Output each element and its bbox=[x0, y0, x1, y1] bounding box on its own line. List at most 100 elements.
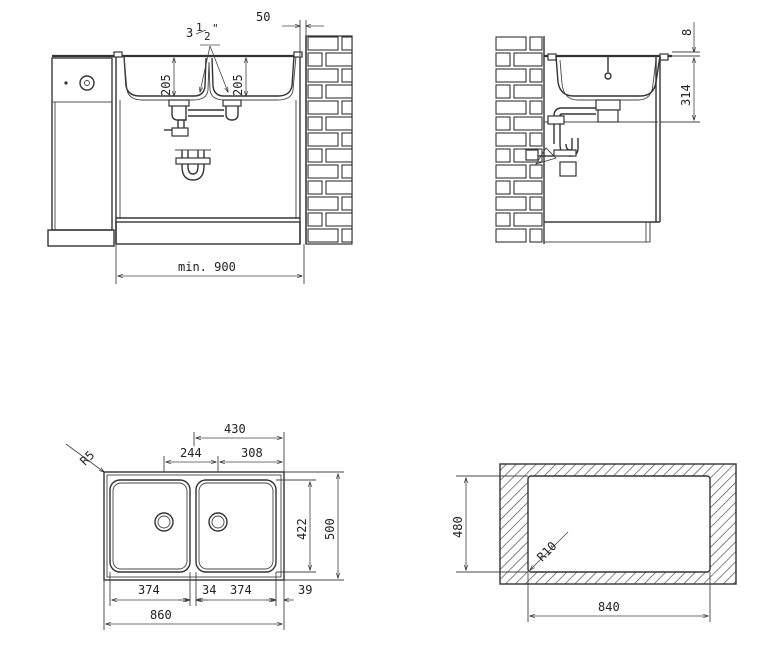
brick bbox=[307, 68, 339, 83]
waste-pipes bbox=[164, 99, 242, 181]
rim-thickness-label: 8 bbox=[680, 29, 694, 36]
sink-plan-view: R5 430 244 308 422 500 bbox=[65, 422, 344, 630]
brick bbox=[341, 132, 353, 147]
right-margin-label: 39 bbox=[298, 583, 312, 597]
bowl-gap-label: 34 bbox=[202, 583, 216, 597]
brick bbox=[341, 228, 353, 243]
sink-outline bbox=[103, 471, 285, 581]
outlet-span-label: 430 bbox=[224, 422, 246, 436]
appliance-unit bbox=[47, 57, 115, 247]
worktop-outline bbox=[499, 463, 737, 585]
brick bbox=[513, 52, 543, 67]
side-bowl-depth-label: 314 bbox=[679, 84, 693, 106]
side-trap bbox=[525, 107, 596, 177]
cutout-radius-callout: R10 bbox=[530, 531, 569, 570]
brick bbox=[307, 228, 339, 243]
side-bowl-depth-dimension: 314 bbox=[660, 58, 700, 123]
brick bbox=[325, 84, 353, 99]
brick bbox=[341, 196, 353, 211]
total-width-dimension: 860 bbox=[103, 580, 282, 630]
cutout-radius-label: R10 bbox=[534, 539, 559, 564]
bowl-depth-right-label: 205 bbox=[231, 74, 245, 96]
brick bbox=[495, 180, 511, 195]
sink-cabinet bbox=[115, 56, 301, 245]
brick bbox=[495, 132, 527, 147]
appliance-knob-icon bbox=[79, 75, 95, 91]
brick bbox=[325, 180, 353, 195]
outlet-right-label: 308 bbox=[241, 446, 263, 460]
brick bbox=[325, 116, 353, 131]
brick bbox=[307, 100, 339, 115]
pipe-size-dimension: 3 1 2 " bbox=[186, 21, 228, 92]
wall-offset-dimension: 50 bbox=[256, 10, 324, 56]
double-bowl-sink bbox=[113, 51, 303, 101]
side-cabinet bbox=[543, 56, 661, 243]
outlet-span-dimension: 430 bbox=[193, 422, 285, 472]
worktop-cutout-view: 480 R10 840 bbox=[451, 463, 737, 622]
brick bbox=[513, 84, 543, 99]
outlet-left-label: 244 bbox=[180, 446, 202, 460]
brick bbox=[495, 100, 527, 115]
bowl-depth-left-label: 205 bbox=[159, 74, 173, 96]
brick bbox=[529, 164, 543, 179]
brick bbox=[495, 68, 527, 83]
pipe-size-label: 3 bbox=[186, 26, 193, 40]
brick-wall-front bbox=[305, 35, 353, 245]
right-drain-icon bbox=[208, 512, 228, 532]
cutout-width-label: 840 bbox=[598, 600, 620, 614]
brick bbox=[529, 36, 543, 51]
cutout-height-dimension: 480 bbox=[451, 475, 528, 573]
total-width-label: 860 bbox=[150, 608, 172, 622]
bowl-height-label: 422 bbox=[295, 518, 309, 540]
cutout-outline bbox=[527, 475, 711, 573]
brick bbox=[513, 212, 543, 227]
depth-dimensions: 422 500 bbox=[276, 471, 344, 581]
brick bbox=[529, 228, 543, 243]
brick bbox=[341, 100, 353, 115]
brick bbox=[325, 148, 353, 163]
brick bbox=[529, 132, 543, 147]
rim-thickness-dimension: 8 bbox=[672, 22, 700, 57]
brick bbox=[307, 52, 323, 67]
brick bbox=[495, 84, 511, 99]
side-elevation: 8 314 bbox=[495, 22, 700, 244]
bowl-depth-dimensions: 205 205 bbox=[159, 58, 246, 96]
brick bbox=[307, 148, 323, 163]
total-depth-label: 500 bbox=[323, 518, 337, 540]
bowl-width-left-label: 374 bbox=[138, 583, 160, 597]
brick bbox=[307, 84, 323, 99]
brick bbox=[307, 132, 339, 147]
brick bbox=[341, 164, 353, 179]
brick bbox=[307, 164, 339, 179]
brick bbox=[341, 36, 353, 51]
pipe-size-frac-den: 2 bbox=[204, 30, 211, 43]
brick bbox=[325, 52, 353, 67]
left-drain-icon bbox=[154, 512, 174, 532]
wall-offset-label: 50 bbox=[256, 10, 270, 24]
brick bbox=[495, 52, 511, 67]
brick bbox=[495, 228, 527, 243]
brick bbox=[529, 100, 543, 115]
brick bbox=[513, 116, 543, 131]
cutout-height-label: 480 bbox=[451, 516, 465, 538]
brick bbox=[495, 212, 511, 227]
brick bbox=[341, 68, 353, 83]
brick bbox=[495, 148, 511, 163]
brick bbox=[513, 180, 543, 195]
brick bbox=[495, 196, 527, 211]
brick bbox=[325, 212, 353, 227]
cabinet-width-label: min. 900 bbox=[178, 260, 236, 274]
brick bbox=[307, 116, 323, 131]
brick bbox=[495, 164, 527, 179]
brick bbox=[495, 116, 511, 131]
pipe-size-frac-num: 1 bbox=[196, 21, 203, 34]
brick bbox=[307, 36, 339, 51]
brick bbox=[307, 212, 323, 227]
left-bowl bbox=[109, 479, 191, 573]
brick bbox=[307, 180, 323, 195]
brick bbox=[495, 36, 527, 51]
right-bowl bbox=[195, 479, 277, 573]
side-sink-profile bbox=[547, 53, 669, 123]
